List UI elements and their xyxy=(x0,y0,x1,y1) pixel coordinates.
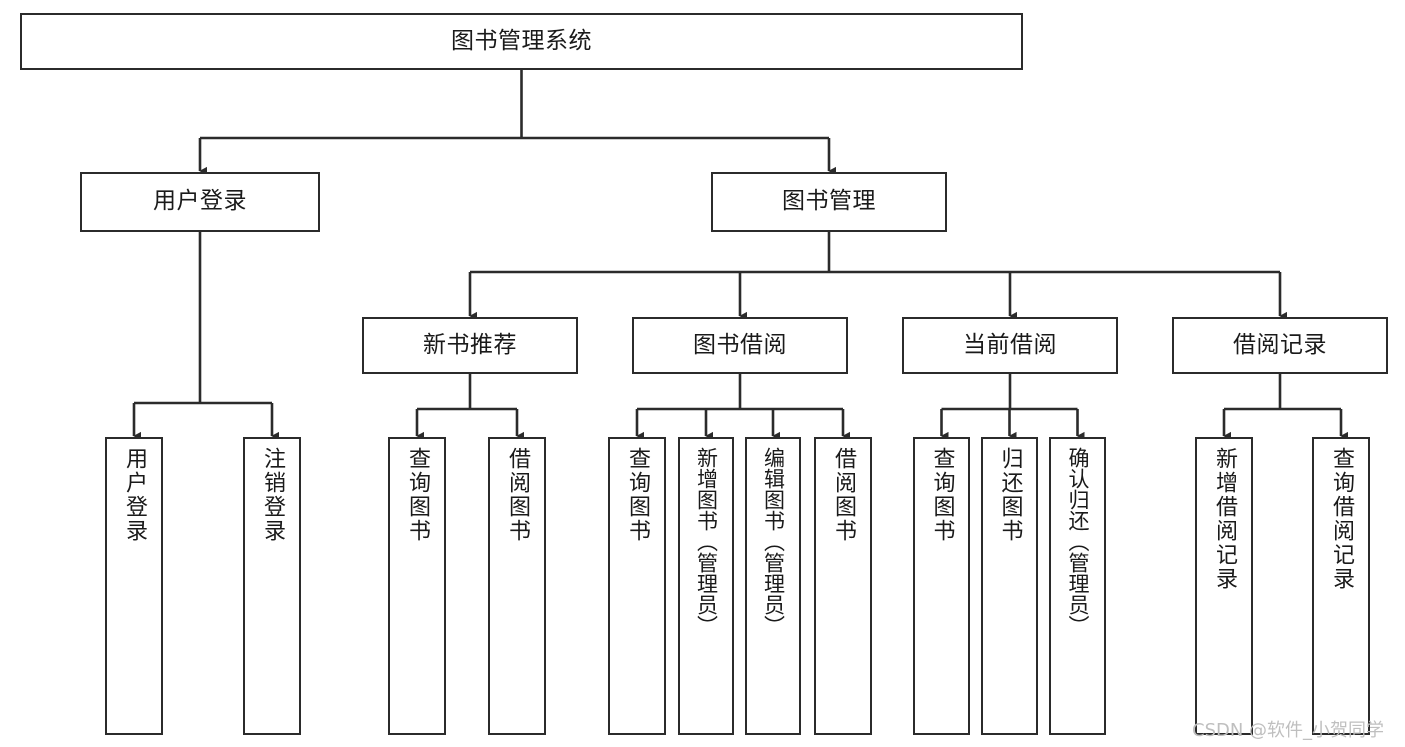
node-leaf-query-book-2[interactable]: 查询图书 xyxy=(608,437,666,735)
node-leaf-query-book-3[interactable]: 查询图书 xyxy=(913,437,970,735)
csdn-watermark: CSDN @软件_小贺同学 xyxy=(1192,720,1385,741)
node-leaf-user-logout[interactable]: 注销登录 xyxy=(243,437,301,735)
node-label: 用户登录 xyxy=(153,188,247,215)
node-book-manage[interactable]: 图书管理 xyxy=(711,172,947,232)
node-label: 新增图书（管理员） xyxy=(694,447,719,636)
node-label: 查询借阅记录 xyxy=(1329,447,1354,591)
node-book-borrow[interactable]: 图书借阅 xyxy=(632,317,848,374)
node-label: 确认归还（管理员） xyxy=(1066,447,1090,636)
node-leaf-query-book-1[interactable]: 查询图书 xyxy=(388,437,446,735)
node-label: 借阅记录 xyxy=(1233,331,1327,358)
node-label: 新增借阅记录 xyxy=(1212,447,1237,591)
node-leaf-confirm-return[interactable]: 确认归还（管理员） xyxy=(1049,437,1106,735)
node-leaf-user-login[interactable]: 用户登录 xyxy=(105,437,163,735)
node-label: 图书管理系统 xyxy=(451,27,592,54)
node-label: 归还图书 xyxy=(997,447,1023,543)
node-borrow-record[interactable]: 借阅记录 xyxy=(1172,317,1388,374)
node-leaf-add-record[interactable]: 新增借阅记录 xyxy=(1195,437,1253,735)
node-label: 图书借阅 xyxy=(693,331,787,358)
node-label: 用户登录 xyxy=(122,447,147,543)
node-leaf-borrow-book-2[interactable]: 借阅图书 xyxy=(814,437,872,735)
node-leaf-add-book[interactable]: 新增图书（管理员） xyxy=(678,437,734,735)
node-leaf-borrow-book-1[interactable]: 借阅图书 xyxy=(488,437,546,735)
node-user-login[interactable]: 用户登录 xyxy=(80,172,320,232)
node-label: 注销登录 xyxy=(260,447,285,543)
node-label: 查询图书 xyxy=(625,447,650,543)
node-current-borrow[interactable]: 当前借阅 xyxy=(902,317,1118,374)
node-label: 当前借阅 xyxy=(963,331,1057,358)
node-label: 图书管理 xyxy=(782,188,876,215)
node-label: 编辑图书（管理员） xyxy=(761,447,786,636)
node-label: 借阅图书 xyxy=(831,447,856,543)
node-leaf-edit-book[interactable]: 编辑图书（管理员） xyxy=(745,437,801,735)
node-label: 新书推荐 xyxy=(423,331,517,358)
node-label: 查询图书 xyxy=(929,447,955,543)
node-leaf-query-record[interactable]: 查询借阅记录 xyxy=(1312,437,1370,735)
node-label: 借阅图书 xyxy=(505,447,530,543)
node-root[interactable]: 图书管理系统 xyxy=(20,13,1023,70)
node-new-book-recommend[interactable]: 新书推荐 xyxy=(362,317,578,374)
node-label: 查询图书 xyxy=(405,447,430,543)
node-leaf-return-book[interactable]: 归还图书 xyxy=(981,437,1038,735)
